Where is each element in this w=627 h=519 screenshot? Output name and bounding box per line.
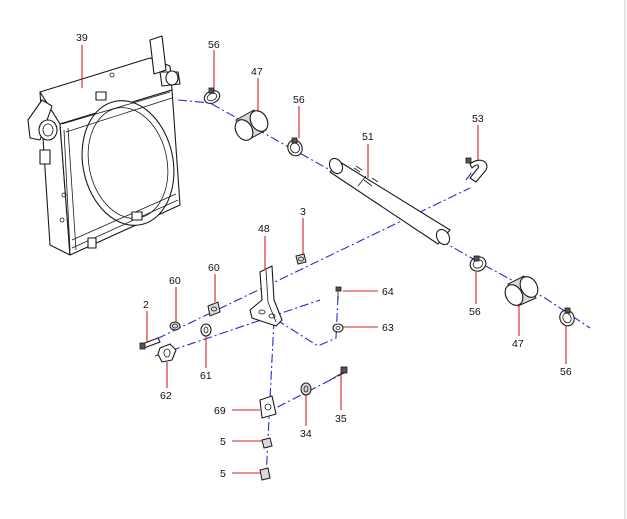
bushing-60-right xyxy=(207,301,221,317)
callout-56c: 56 xyxy=(469,306,481,318)
clamp-56-upper-middle xyxy=(287,137,303,157)
radiator-bracket-3 xyxy=(131,211,143,221)
axis-clip-53 xyxy=(465,171,473,181)
callout-47a: 47 xyxy=(251,66,263,78)
radiator-hole-1 xyxy=(59,217,65,223)
hose-47-upper xyxy=(234,109,269,141)
clamp-56-right-lower xyxy=(559,307,575,327)
callout-5b: 5 xyxy=(220,468,226,480)
axis-bolt64 xyxy=(279,295,339,347)
callout-64: 64 xyxy=(382,286,394,298)
clamp-56-upper-left xyxy=(203,87,221,104)
axis-bolt35 xyxy=(267,371,347,413)
tube-51 xyxy=(328,157,451,246)
callout-56b: 56 xyxy=(293,94,305,106)
callout-47b: 47 xyxy=(512,338,524,350)
radiator-frame-strip-4 xyxy=(65,97,173,133)
callout-3: 3 xyxy=(300,206,306,218)
block-69 xyxy=(259,395,277,419)
axis-vertical-lower xyxy=(265,319,275,479)
nut-5-upper xyxy=(261,437,273,449)
callout-39: 39 xyxy=(76,32,88,44)
axis-bracket-long xyxy=(141,187,471,347)
radiator-outlet-end xyxy=(165,70,179,86)
bracket-48 xyxy=(249,265,283,327)
axis-tube-to-right xyxy=(439,239,591,329)
callout-5a: 5 xyxy=(220,436,226,448)
callout-62: 62 xyxy=(160,390,172,402)
radiator-frame-strip-1 xyxy=(63,129,71,251)
callout-51: 51 xyxy=(362,131,374,143)
radiator-side-pipe-end xyxy=(38,119,58,141)
washer-61 xyxy=(200,323,212,337)
nut-3 xyxy=(295,253,307,265)
bolt-2 xyxy=(139,337,161,350)
axis-bracket-short xyxy=(154,299,321,357)
callout-34: 34 xyxy=(300,428,312,440)
callout-2: 2 xyxy=(143,299,149,311)
callout-61: 61 xyxy=(200,370,212,382)
leader-lines xyxy=(81,45,567,474)
radiator-hole-3 xyxy=(109,72,115,78)
spacer-34 xyxy=(300,382,312,396)
clamp-56-right-upper xyxy=(469,255,487,272)
callout-53: 53 xyxy=(472,113,484,125)
bolt-64 xyxy=(335,286,342,300)
bushing-60-left xyxy=(169,321,181,331)
callout-48: 48 xyxy=(258,223,270,235)
callout-69: 69 xyxy=(214,405,226,417)
callout-60b: 60 xyxy=(208,262,220,274)
callout-60a: 60 xyxy=(169,275,181,287)
nut-5-lower xyxy=(259,467,271,481)
bolt-35 xyxy=(329,366,348,381)
clip-53 xyxy=(465,157,488,183)
radiator-bracket-1 xyxy=(95,91,107,101)
washer-63 xyxy=(332,323,344,333)
radiator-bracket-4 xyxy=(87,237,97,249)
callout-63: 63 xyxy=(382,322,394,334)
radiator-frame-strip-6 xyxy=(71,193,177,241)
callout-labels: 39 56 47 56 51 53 3 48 60 60 2 64 63 56 … xyxy=(76,32,572,480)
callout-56d: 56 xyxy=(560,366,572,378)
hose-47-right xyxy=(504,275,539,307)
callout-35: 35 xyxy=(335,413,347,425)
radiator-frame-strip-3 xyxy=(61,91,171,125)
radiator-upper-pipe xyxy=(149,35,167,75)
fan-shroud-ring xyxy=(81,100,175,226)
radiator-side-pipe-inner xyxy=(42,123,54,137)
nut-62 xyxy=(157,343,177,363)
radiator-assembly xyxy=(27,35,181,256)
callout-56a: 56 xyxy=(208,39,220,51)
radiator-frame-strip-2 xyxy=(67,127,77,251)
radiator-bracket-2 xyxy=(39,149,51,165)
radiator-hole-2 xyxy=(61,192,67,198)
